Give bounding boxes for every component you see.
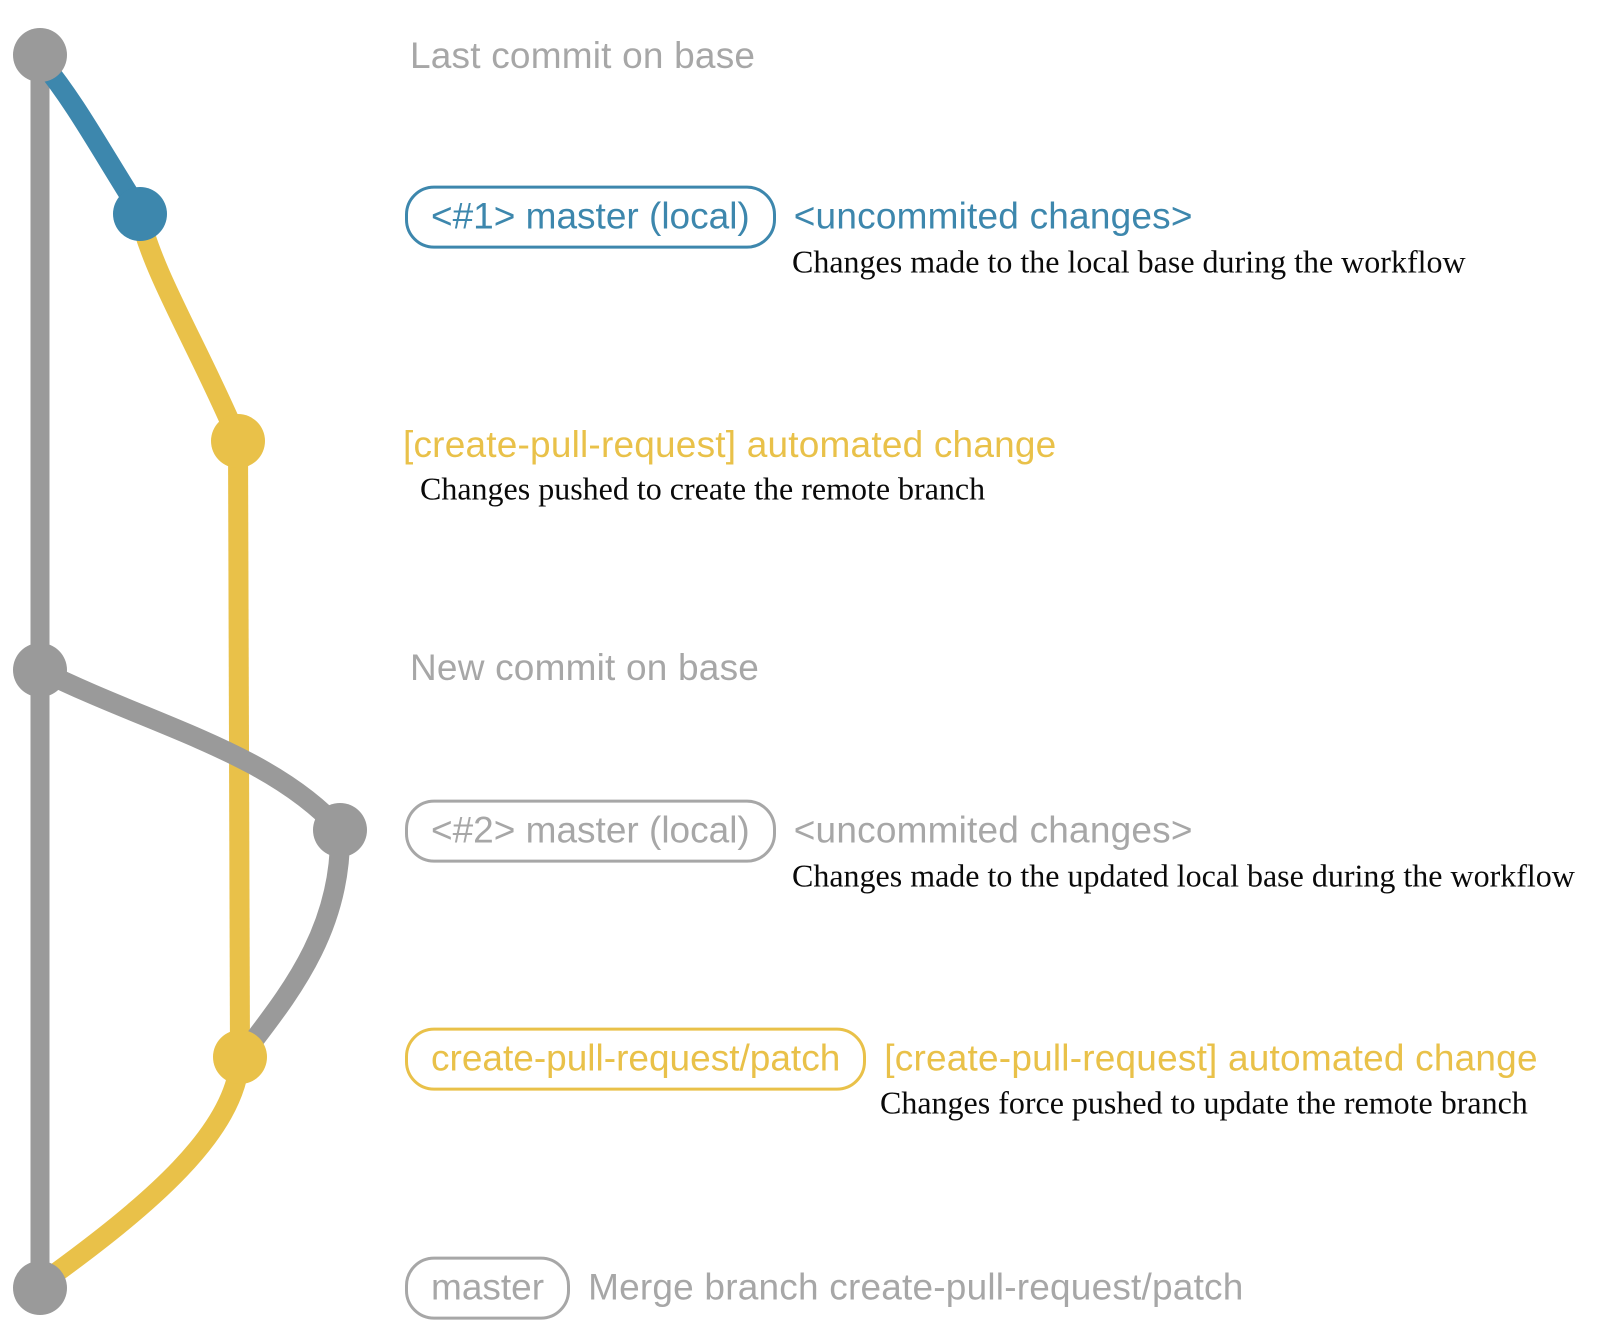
description-local-changes-2: Changes made to the updated local base d… [792, 857, 1575, 894]
row-local-commit-2: <#2> master (local) <uncommited changes> [405, 799, 1193, 863]
description-push-create-branch: Changes pushed to create the remote bran… [420, 470, 986, 507]
local-branch-1-edge [34, 55, 149, 218]
note-merge-branch: Merge branch create-pull-request/patch [588, 1267, 1244, 1308]
description-force-push: Changes force pushed to update the remot… [880, 1084, 1528, 1121]
local-commit-1-dot [113, 187, 167, 241]
remote-branch-merge-edge [36, 1057, 250, 1292]
local-branch-2-edge [35, 661, 348, 837]
badge-master-local-1: <#1> master (local) [405, 185, 776, 249]
row-merge-commit: master Merge branch create-pull-request/… [405, 1256, 1244, 1320]
base-new-commit-dot [13, 643, 67, 697]
force-push-edge [233, 831, 351, 1062]
label-last-commit-on-base: Last commit on base [410, 35, 756, 76]
base-merge-commit-dot [13, 1261, 67, 1315]
local-commit-2-dot [313, 803, 367, 857]
description-local-changes-1: Changes made to the local base during th… [792, 243, 1466, 280]
badge-master-local-2: <#2> master (local) [405, 799, 776, 863]
label-automated-change-1: [create-pull-request] automated change [403, 424, 1057, 465]
remote-commit-2-dot [213, 1030, 267, 1084]
row-remote-commit-2: create-pull-request/patch [create-pull-r… [405, 1027, 1538, 1091]
note-uncommited-changes-1: <uncommited changes> [793, 196, 1193, 237]
note-automated-change-2: [create-pull-request] automated change [884, 1038, 1538, 1079]
badge-master: master [405, 1256, 571, 1320]
label-new-commit-on-base: New commit on base [410, 647, 760, 688]
remote-commit-1-dot [211, 414, 265, 468]
remote-branch-create-edge [130, 213, 248, 444]
note-uncommited-changes-2: <uncommited changes> [793, 810, 1193, 851]
badge-create-pull-request-patch: create-pull-request/patch [405, 1027, 867, 1091]
row-local-commit-1: <#1> master (local) <uncommited changes> [405, 185, 1193, 249]
base-last-commit-dot [13, 28, 67, 82]
